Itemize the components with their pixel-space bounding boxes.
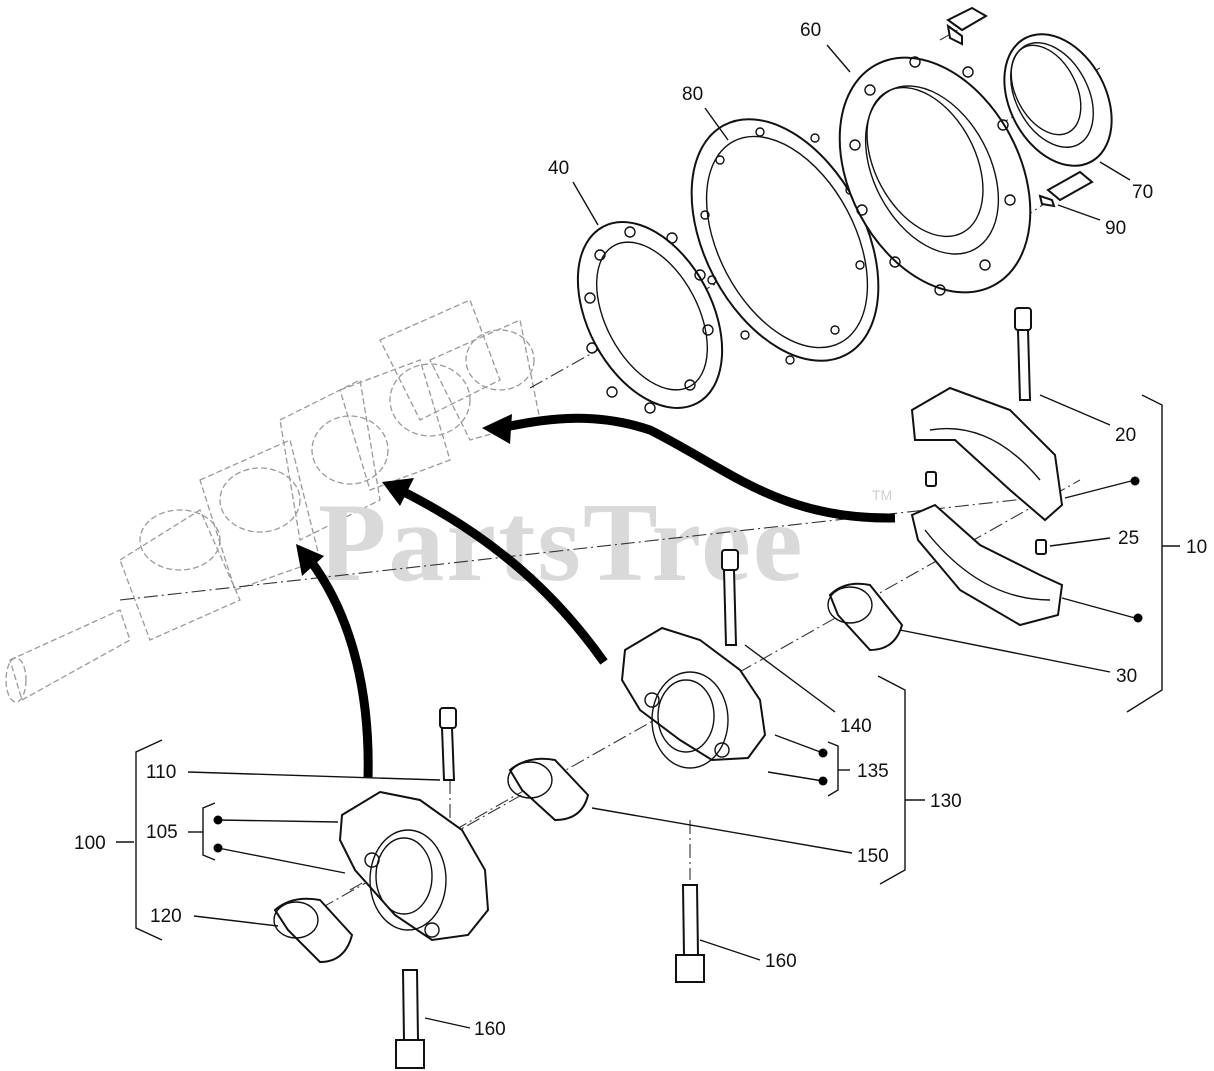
callout-40: 40 — [548, 158, 569, 179]
part-130-bearing-carrier — [620, 549, 767, 769]
group-brackets — [135, 394, 1180, 941]
callout-80: 80 — [682, 84, 703, 105]
callout-90: 90 — [1105, 218, 1126, 239]
callout-160-left: 160 — [474, 1019, 506, 1040]
part-70-oil-seal — [1003, 33, 1113, 167]
callout-120: 120 — [150, 906, 182, 927]
callout-25: 25 — [1118, 528, 1139, 549]
part-120-bushing — [273, 897, 354, 964]
part-60-seal-housing — [838, 56, 1032, 296]
part-90-bolt — [1038, 170, 1094, 208]
callout-110: 110 — [146, 762, 176, 783]
callout-20: 20 — [1115, 425, 1136, 446]
callout-30: 30 — [1116, 666, 1137, 687]
part-40-plate — [576, 221, 724, 414]
callout-150: 150 — [857, 846, 889, 867]
callout-labels: 60 80 40 70 90 20 25 10 30 140 135 130 1… — [74, 20, 1207, 1040]
callout-140: 140 — [840, 716, 872, 737]
watermark-trademark: TM — [872, 487, 892, 503]
callout-130: 130 — [930, 791, 962, 812]
callout-135: 135 — [857, 761, 889, 782]
crankshaft-ghost — [5, 299, 541, 703]
part-10-bearing-carrier — [910, 307, 1064, 627]
callout-10: 10 — [1186, 537, 1207, 558]
part-150-bushing — [507, 757, 590, 822]
bullet-dots — [213, 476, 1143, 853]
part-30-bushing — [827, 582, 904, 652]
callout-60: 60 — [800, 20, 821, 41]
part-160-bolt-middle — [675, 884, 705, 983]
callout-70: 70 — [1132, 182, 1153, 203]
callout-105: 105 — [146, 822, 178, 843]
callout-160-middle: 160 — [765, 951, 797, 972]
part-25-dowels — [925, 471, 1047, 555]
leader-lines — [116, 44, 1136, 1029]
assembly-direction-arrows — [296, 413, 896, 779]
part-100-bearing-carrier — [338, 707, 490, 942]
part-bolt-upper — [946, 6, 988, 46]
part-160-bolt-left — [395, 969, 425, 1069]
callout-100: 100 — [74, 833, 106, 854]
part-80-gasket — [690, 118, 880, 365]
